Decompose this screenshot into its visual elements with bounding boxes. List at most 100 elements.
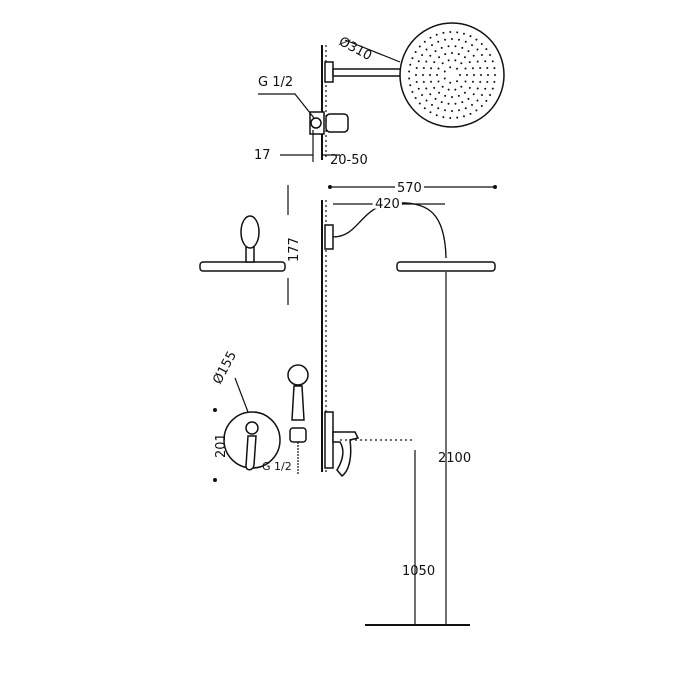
nozzle: [449, 31, 452, 34]
label-20-50: 20-50: [330, 153, 368, 168]
nozzle: [443, 109, 446, 112]
nozzle: [443, 38, 446, 41]
nozzle: [472, 93, 475, 96]
arm-flange: [324, 61, 334, 83]
nozzle: [415, 74, 417, 76]
nozzle: [429, 36, 432, 39]
nozzle: [455, 67, 458, 70]
label-420: 420: [375, 197, 400, 212]
nozzle: [480, 105, 483, 108]
nozzle: [438, 91, 441, 94]
nozzle: [437, 40, 440, 43]
nozzle: [451, 38, 453, 40]
nozzle: [414, 51, 417, 54]
nozzle: [449, 66, 452, 69]
nozzle: [471, 103, 474, 106]
nozzle: [479, 67, 482, 70]
nozzle: [422, 80, 425, 83]
nozzle: [467, 50, 470, 53]
nozzle: [489, 54, 492, 57]
label-570: 570: [397, 181, 422, 196]
nozzle: [434, 50, 437, 53]
nozzle: [417, 60, 420, 63]
nozzle: [464, 40, 467, 43]
nozzle: [440, 101, 443, 104]
nozzle: [440, 46, 443, 49]
nozzle: [484, 87, 487, 90]
side-view: 570 420 2100 1050: [321, 178, 497, 626]
nozzle: [433, 86, 436, 89]
nozzle: [423, 107, 426, 110]
shower-arm-top: [332, 68, 402, 77]
rain-head-side: [396, 261, 496, 272]
nozzle: [456, 31, 459, 34]
label-g-half-top: G 1/2: [258, 75, 293, 90]
nozzle: [464, 80, 467, 83]
hand-shower-handle: [291, 385, 305, 421]
nozzle: [425, 87, 428, 90]
nozzle: [464, 67, 467, 70]
nozzle: [468, 61, 471, 64]
leader-g-half-top: [258, 93, 315, 119]
front-view: 177 Ø155 201 G 1/2: [199, 185, 309, 482]
nozzle: [437, 80, 440, 83]
nozzle: [449, 81, 452, 84]
nozzle: [475, 109, 478, 112]
nozzle: [411, 57, 414, 60]
nozzle: [425, 60, 428, 63]
nozzle: [467, 97, 470, 100]
nozzle: [491, 87, 494, 90]
label-g-half-mixer: G 1/2: [262, 460, 292, 473]
nozzle: [473, 74, 475, 76]
nozzle: [489, 93, 492, 96]
nozzle: [457, 53, 460, 56]
nozzle: [435, 33, 438, 36]
nozzle: [486, 81, 489, 84]
nozzle: [493, 80, 496, 83]
arm-flange-front: [240, 215, 260, 249]
nozzle: [494, 74, 496, 76]
label-177: 177: [287, 237, 302, 262]
leader-155: [234, 377, 249, 413]
hand-shower-holder: [289, 427, 307, 443]
mixer-lever-front: [245, 435, 257, 471]
nozzle: [475, 38, 478, 41]
nozzle: [480, 42, 483, 45]
nozzle: [430, 67, 433, 70]
nozzle: [408, 70, 411, 73]
nozzle: [409, 63, 412, 66]
label-1050: 1050: [402, 564, 435, 579]
arm-flange-side: [324, 224, 334, 250]
nozzle: [423, 40, 426, 43]
nozzle: [442, 116, 445, 119]
valve-cap: [325, 113, 349, 133]
nozzle: [421, 94, 424, 97]
nozzle: [469, 35, 472, 38]
nozzle: [485, 48, 488, 51]
label-diameter-310: Ø310: [336, 34, 374, 64]
leader-310: [344, 39, 401, 63]
nozzle: [471, 80, 474, 83]
nozzle: [449, 116, 452, 119]
nozzle: [447, 102, 450, 105]
nozzle: [464, 107, 467, 110]
nozzle: [484, 60, 487, 63]
nozzle: [472, 54, 475, 57]
nozzle: [461, 101, 464, 104]
nozzle: [429, 93, 432, 96]
nozzle: [459, 74, 461, 76]
nozzle: [471, 67, 474, 70]
nozzle: [435, 114, 438, 117]
nozzle: [485, 99, 488, 102]
nozzle: [486, 66, 489, 69]
nozzle: [430, 80, 433, 83]
nozzle: [458, 38, 461, 41]
nozzle: [418, 102, 421, 105]
nozzle: [462, 32, 465, 35]
nozzle: [480, 94, 483, 97]
nozzle: [415, 66, 418, 69]
nozzle-pattern: [408, 31, 496, 119]
nozzle: [491, 60, 494, 63]
mixer-plate-side: [324, 411, 334, 469]
